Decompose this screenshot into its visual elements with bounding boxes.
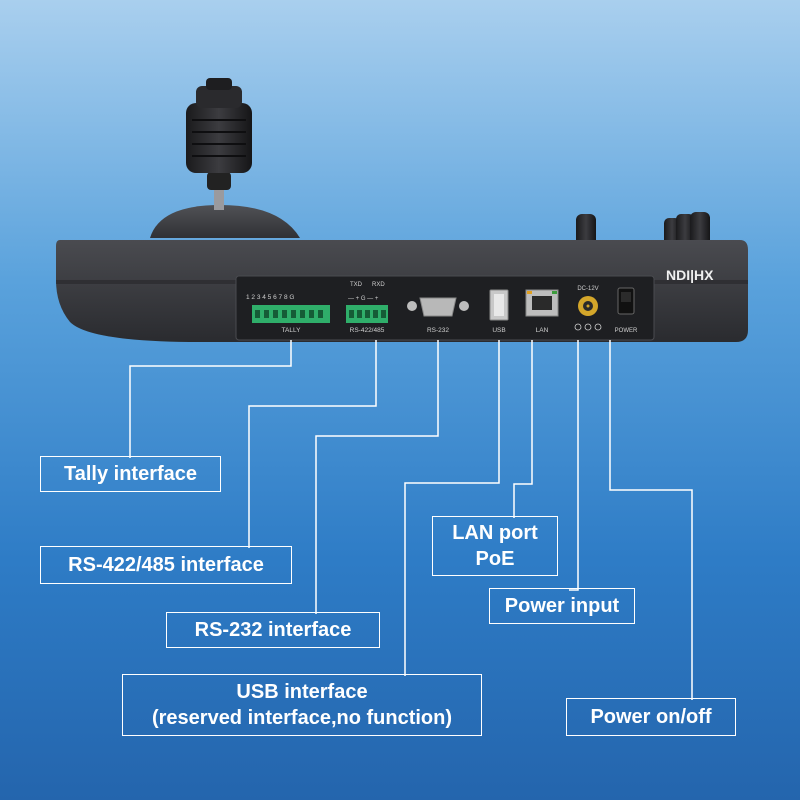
callout-label: Power on/off: [590, 706, 712, 728]
callout-label: RS-422/485 interface: [68, 554, 264, 576]
svg-text:USB: USB: [492, 327, 505, 334]
power-input-callout: Power input: [489, 588, 635, 624]
svg-text:DC-12V: DC-12V: [577, 286, 598, 292]
ndi-hx-logo: NDI|HX: [666, 267, 714, 283]
rs422-interface-callout: RS-422/485 interface: [40, 546, 292, 584]
callout-label-line2: (reserved interface,no function): [151, 707, 453, 729]
svg-text:POWER: POWER: [615, 328, 638, 334]
callout-label-line2: PoE: [475, 548, 515, 570]
lan-port-callout: LAN port PoE: [432, 516, 558, 576]
svg-text:— + G — +: — + G — +: [348, 296, 379, 302]
power-onoff-callout: Power on/off: [566, 698, 736, 736]
svg-text:RXD: RXD: [372, 282, 385, 288]
svg-text:RS-422/485: RS-422/485: [350, 327, 385, 334]
lan-port: LAN: [525, 289, 559, 334]
svg-text:TXD: TXD: [350, 282, 363, 288]
ptz-controller-device: 1 2 3 4 5 6 7 8 G TALLY TXD RXD — + G — …: [56, 78, 748, 342]
callout-label-line1: USB interface: [236, 681, 368, 703]
svg-text:LAN: LAN: [536, 327, 549, 334]
svg-text:RS-232: RS-232: [427, 327, 449, 334]
dc-power-port: DC-12V: [574, 286, 602, 331]
rs422-terminal: TXD RXD — + G — + RS-422/485: [346, 282, 388, 334]
callout-label-line1: LAN port: [452, 522, 538, 544]
rs232-port: RS-232: [407, 297, 469, 334]
power-switch[interactable]: POWER: [615, 287, 638, 334]
usb-port: USB: [489, 289, 509, 334]
tally-interface-callout: Tally interface: [40, 456, 221, 492]
tally-pin-numbers: 1 2 3 4 5 6 7 8 G: [246, 294, 294, 301]
joystick[interactable]: [150, 78, 300, 238]
tally-terminal: 1 2 3 4 5 6 7 8 G TALLY: [246, 294, 330, 334]
callout-label: Power input: [504, 595, 620, 617]
svg-text:NDI|HX: NDI|HX: [666, 267, 714, 283]
usb-interface-callout: USB interface (reserved interface,no fun…: [122, 674, 482, 736]
tally-label: TALLY: [282, 327, 302, 334]
rs232-interface-callout: RS-232 interface: [166, 612, 380, 648]
callout-label: Tally interface: [63, 463, 198, 485]
callout-label: RS-232 interface: [194, 619, 352, 641]
